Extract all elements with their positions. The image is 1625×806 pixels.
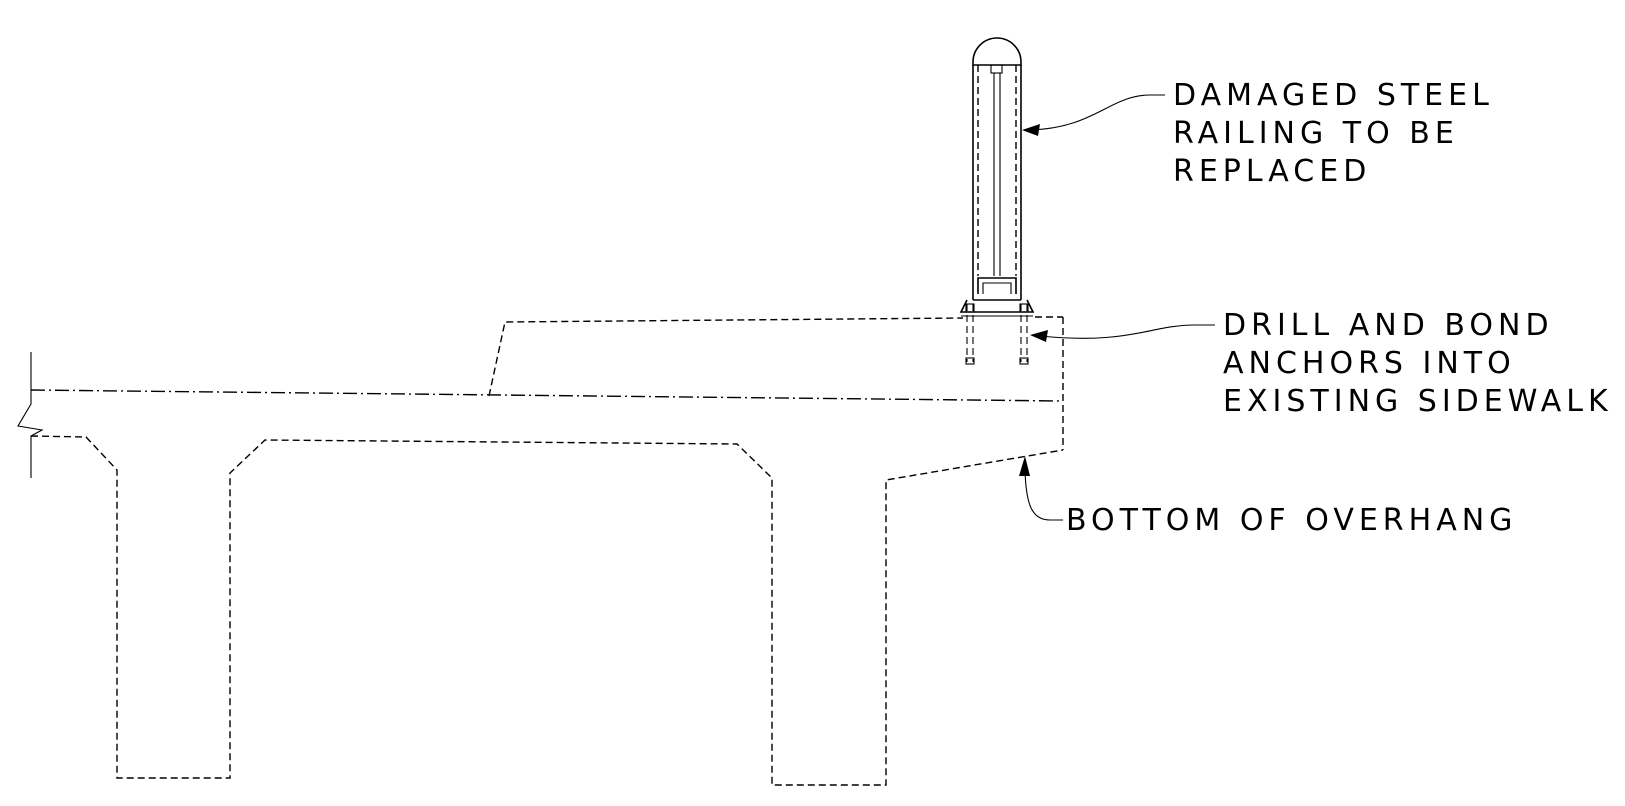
note-overhang: BOTTOM OF OVERHANG: [1066, 503, 1517, 538]
note-railing-line-2: RAILING TO BE: [1173, 116, 1459, 151]
anchor-bolts: [965, 304, 1029, 365]
note-anchors-line-3: EXISTING SIDEWALK: [1223, 384, 1613, 419]
leader-railing: [1022, 94, 1165, 136]
note-railing: DAMAGED STEEL RAILING TO BE REPLACED: [1173, 78, 1508, 189]
break-line-symbol: [17, 352, 44, 478]
note-railing-line-3: REPLACED: [1173, 154, 1371, 189]
leader-overhang: [1019, 456, 1063, 521]
sidewalk-outline: [488, 316, 1064, 450]
note-anchors-line-2: ANCHORS INTO: [1223, 346, 1516, 381]
girder-outline: [30, 435, 1064, 786]
note-railing-line-1: DAMAGED STEEL: [1173, 78, 1494, 113]
note-anchors-line-1: DRILL AND BOND: [1223, 308, 1554, 343]
leader-anchors: [1030, 324, 1215, 342]
note-overhang-line-1: BOTTOM OF OVERHANG: [1066, 503, 1517, 538]
steel-railing: [959, 37, 1035, 317]
deck-top-line: [30, 389, 1064, 402]
note-anchors: DRILL AND BOND ANCHORS INTO EXISTING SID…: [1223, 308, 1613, 419]
